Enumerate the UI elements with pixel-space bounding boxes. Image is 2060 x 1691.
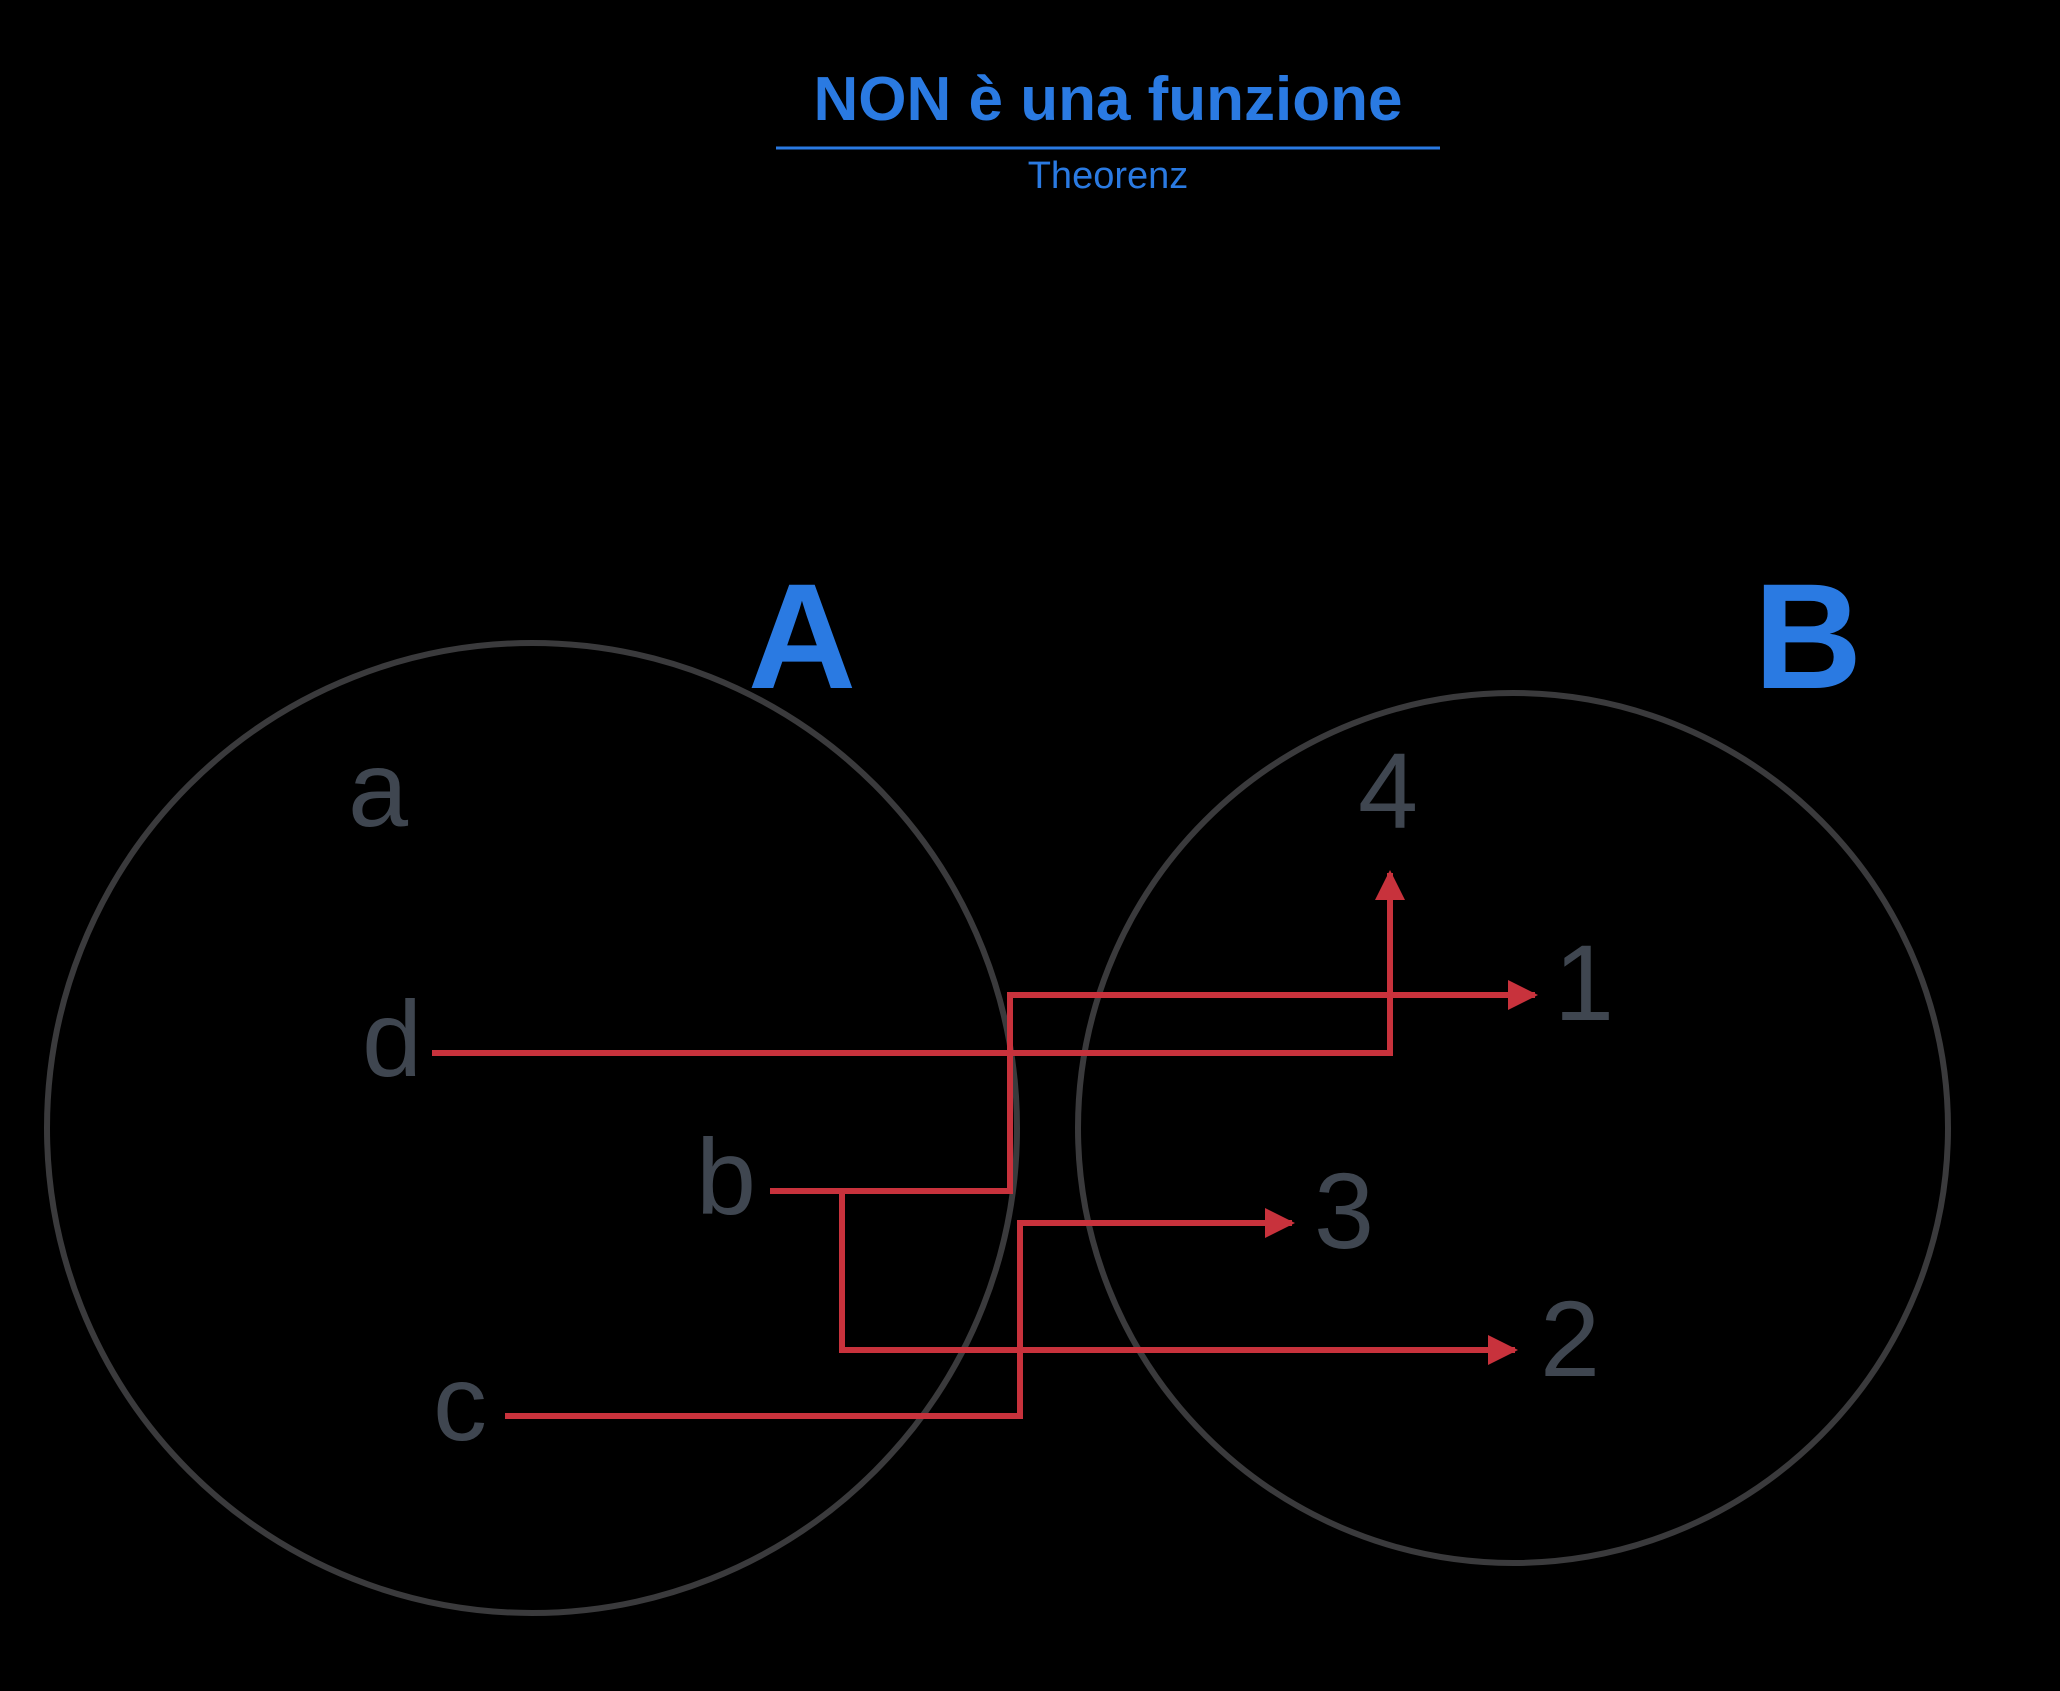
element-b: b — [696, 1116, 756, 1237]
page-subtitle: Theorenz — [1028, 155, 1189, 197]
arrow-b-to-1 — [770, 980, 1538, 1194]
element-4: 4 — [1358, 730, 1418, 851]
set-b-circle — [1075, 690, 1951, 1566]
arrow-d-to-4 — [432, 870, 1405, 1056]
element-c: c — [433, 1342, 487, 1463]
element-2: 2 — [1540, 1278, 1600, 1399]
element-1: 1 — [1554, 922, 1614, 1043]
element-a: a — [348, 728, 409, 849]
page-title: NON è una funzione — [814, 65, 1403, 134]
set-a-label: A — [748, 552, 856, 720]
arrow-c-to-3 — [505, 1208, 1295, 1419]
element-3: 3 — [1314, 1150, 1374, 1271]
set-b-label: B — [1754, 552, 1862, 720]
element-d: d — [362, 978, 422, 1099]
mapping-arrows — [432, 870, 1538, 1419]
arrow-b-to-2 — [839, 1191, 1518, 1365]
set-a-circle — [44, 640, 1020, 1616]
